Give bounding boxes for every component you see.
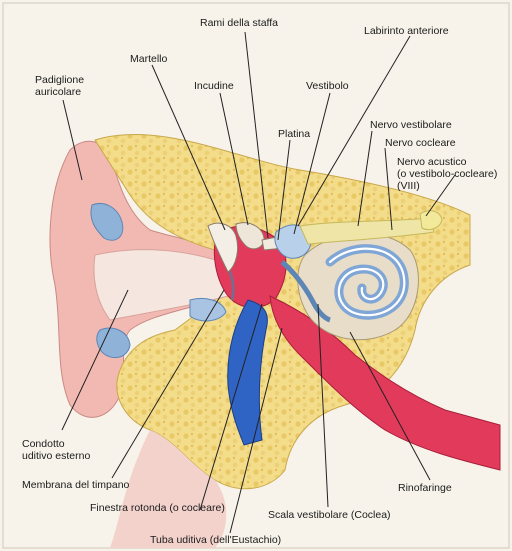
label-incudine: Incudine [194, 80, 234, 92]
label-condotto-uditivo-esterno: Condotto uditivo esterno [22, 438, 90, 462]
label-rinofaringe: Rinofaringe [398, 482, 452, 494]
label-nervo-cocleare: Nervo cocleare [385, 137, 456, 149]
label-martello: Martello [130, 53, 167, 65]
label-finestra-rotonda: Finestra rotonda (o cocleare) [90, 502, 225, 514]
label-membrana-del-timpano: Membrana del timpano [22, 479, 129, 491]
label-scala-vestibolare: Scala vestibolare (Coclea) [268, 509, 391, 521]
label-platina: Platina [278, 128, 310, 140]
label-nervo-vestibolare: Nervo vestibolare [370, 119, 452, 131]
label-tuba-uditiva: Tuba uditiva (dell'Eustachio) [150, 534, 281, 546]
label-padiglione-auricolare: Padiglione auricolare [35, 74, 84, 98]
label-labirinto-anteriore: Labirinto anteriore [364, 25, 449, 37]
label-rami-della-staffa: Rami della staffa [200, 17, 278, 29]
label-nervo-acustico: Nervo acustico (o vestibolo-cocleare) (V… [397, 156, 497, 192]
label-vestibolo: Vestibolo [306, 80, 349, 92]
